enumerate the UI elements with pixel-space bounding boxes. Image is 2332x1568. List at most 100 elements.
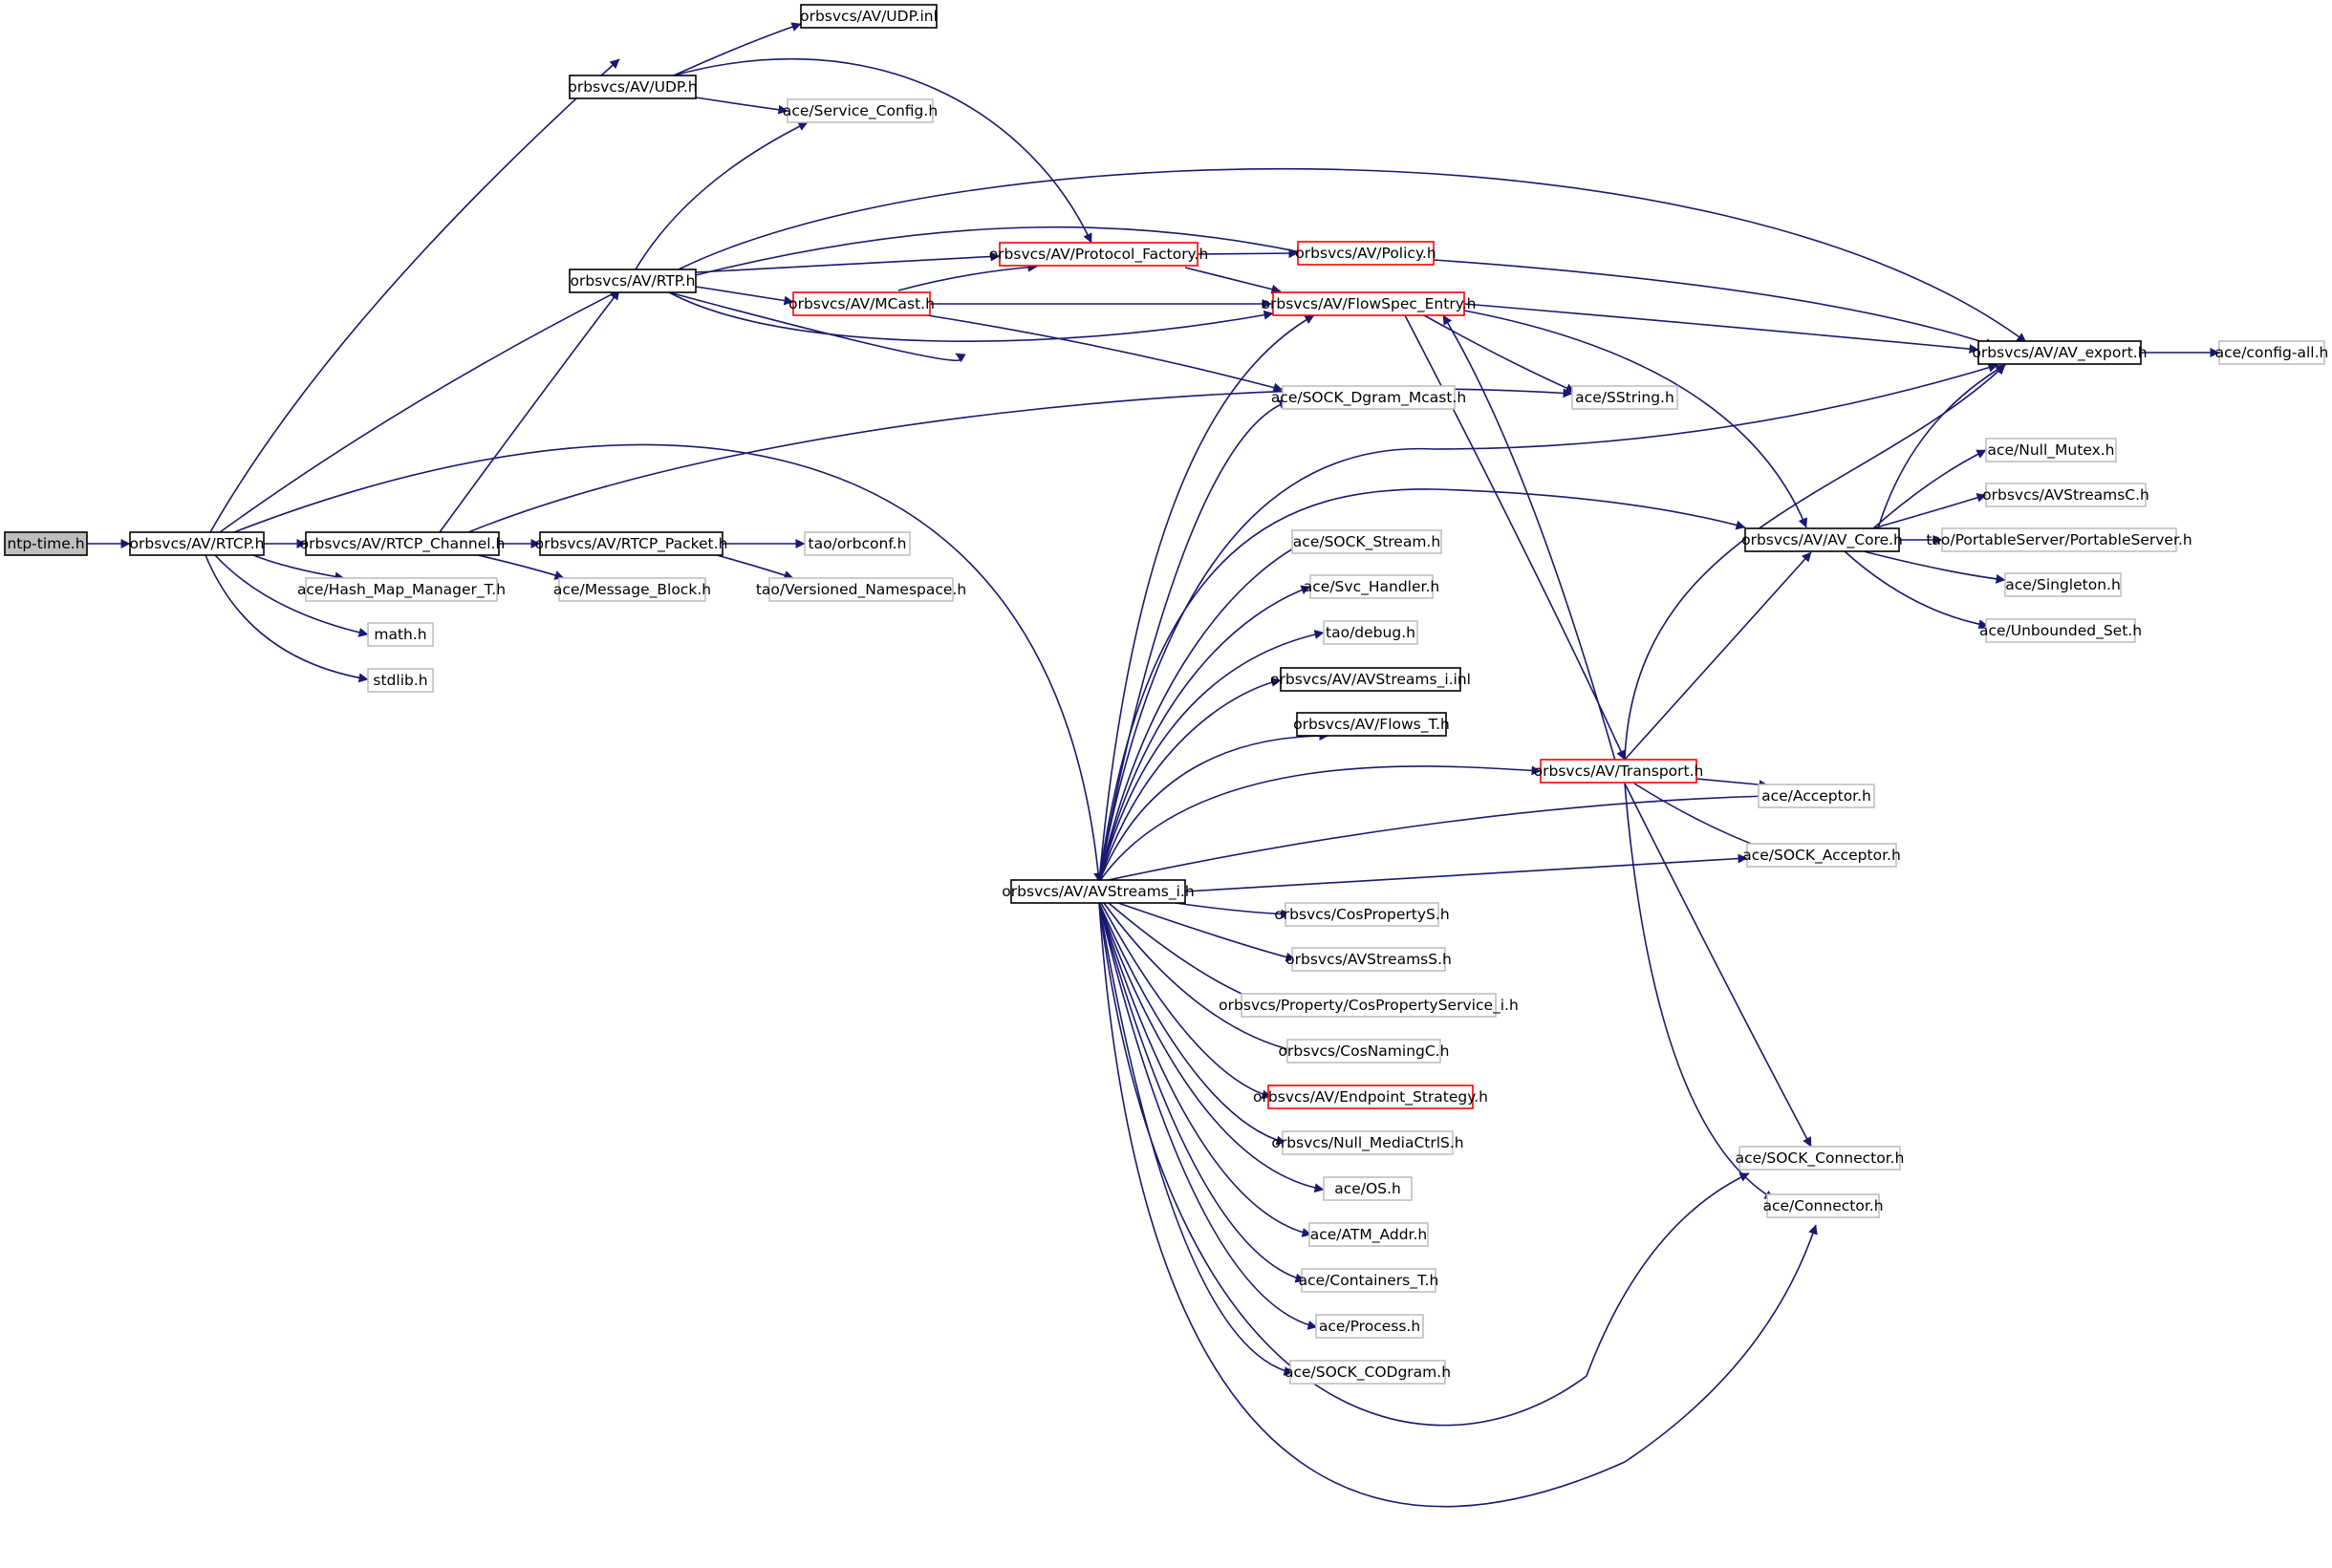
node-rtcp[interactable]: orbsvcs/AV/RTCP.h xyxy=(129,531,265,556)
node-box-containers xyxy=(1301,1268,1436,1293)
edge-rtcp-math xyxy=(214,554,369,637)
edge-flowspec-avexport xyxy=(1463,303,1979,354)
node-ntp[interactable]: ntp-time.h xyxy=(4,531,88,556)
node-avstreamss[interactable]: orbsvcs/AVStreamsS.h xyxy=(1285,947,1452,972)
node-cosprop[interactable]: orbsvcs/CosPropertyS.h xyxy=(1274,902,1450,927)
node-stdlib[interactable]: stdlib.h xyxy=(367,668,434,693)
node-sockconnector[interactable]: ace/SOCK_Connector.h xyxy=(1736,1146,1905,1171)
edge-avstreams-svchandler xyxy=(1098,585,1311,883)
node-label-flowspec: orbsvcs/AV/FlowSpec_Entry.h xyxy=(1262,295,1477,313)
node-avcore[interactable]: orbsvcs/AV/AV_Core.h xyxy=(1741,527,1903,552)
node-singleton[interactable]: ace/Singleton.h xyxy=(2004,572,2122,597)
node-avsinl[interactable]: orbsvcs/AV/AVStreams_i.inl xyxy=(1270,667,1471,692)
node-udpinl[interactable]: orbsvcs/AV/UDP.inl xyxy=(800,4,938,29)
node-cosnaming[interactable]: orbsvcs/CosNamingC.h xyxy=(1279,1039,1450,1063)
node-label-avexport: orbsvcs/AV/AV_export.h xyxy=(1972,344,2147,362)
edge-avstreams-os xyxy=(1098,902,1325,1193)
node-box-endpoint xyxy=(1267,1085,1474,1109)
edge-transport-flowspec xyxy=(1442,314,1616,762)
edge-policy-avexport xyxy=(1433,259,1996,348)
edge-avstreams-containers xyxy=(1098,902,1306,1283)
edge-rtp-pfact xyxy=(695,251,1001,273)
node-dgram[interactable]: ace/SOCK_Dgram_Mcast.h xyxy=(1271,385,1466,410)
node-box-versioned xyxy=(768,577,954,602)
node-box-channel xyxy=(305,531,500,556)
node-box-transport xyxy=(1540,759,1697,784)
node-svccfg[interactable]: ace/Service_Config.h xyxy=(783,98,938,123)
node-math[interactable]: math.h xyxy=(367,622,434,647)
edge-avstreams-cosnaming xyxy=(1103,902,1296,1054)
node-flowspec[interactable]: orbsvcs/AV/FlowSpec_Entry.h xyxy=(1262,291,1477,316)
node-unbounded[interactable]: ace/Unbounded_Set.h xyxy=(1979,618,2142,643)
node-acceptor[interactable]: ace/Acceptor.h xyxy=(1758,784,1875,808)
node-flowst[interactable]: orbsvcs/AV/Flows_T.h xyxy=(1293,712,1450,737)
node-debug[interactable]: tao/debug.h xyxy=(1323,620,1418,645)
node-nullmedia[interactable]: orbsvcs/Null_MediaCtrlS.h xyxy=(1271,1130,1464,1155)
edge-avstreams-nullmedia xyxy=(1098,902,1286,1146)
node-avstreams[interactable]: orbsvcs/AV/AVStreams_i.h xyxy=(1002,879,1195,904)
node-label-svccfg: ace/Service_Config.h xyxy=(783,102,938,120)
edge-avstreams-acceptor xyxy=(1098,791,1769,883)
node-hashmap[interactable]: ace/Hash_Map_Manager_T.h xyxy=(297,577,506,602)
node-atm[interactable]: ace/ATM_Addr.h xyxy=(1308,1222,1429,1247)
node-channel[interactable]: orbsvcs/AV/RTCP_Channel.h xyxy=(300,531,506,556)
node-versioned[interactable]: tao/Versioned_Namespace.h xyxy=(756,577,966,602)
node-transport[interactable]: orbsvcs/AV/Transport.h xyxy=(1534,759,1704,784)
node-box-sockacceptor xyxy=(1746,843,1897,868)
node-pfact[interactable]: orbsvcs/AV/Protocol_Factory.h xyxy=(989,242,1209,267)
node-box-configall xyxy=(2218,340,2325,365)
edge-rtp-flowspec xyxy=(668,291,1274,342)
edge-pfact-policy xyxy=(1197,248,1299,259)
node-box-nullmedia xyxy=(1282,1130,1454,1155)
node-label-channel: orbsvcs/AV/RTCP_Channel.h xyxy=(300,535,506,553)
node-box-pfact xyxy=(999,242,1198,267)
edge-avstreams-cosprop xyxy=(1175,902,1291,919)
node-orbconf[interactable]: tao/orbconf.h xyxy=(804,531,911,556)
edge-rtcp-avstreams xyxy=(233,443,1104,883)
node-nullmutex[interactable]: ace/Null_Mutex.h xyxy=(1985,438,2117,462)
node-packet[interactable]: orbsvcs/AV/RTCP_Packet.h xyxy=(535,531,728,556)
node-endpoint[interactable]: orbsvcs/AV/Endpoint_Strategy.h xyxy=(1253,1085,1488,1109)
node-box-dgram xyxy=(1282,385,1456,410)
node-label-avstreamss: orbsvcs/AVStreamsS.h xyxy=(1285,951,1452,968)
node-box-process xyxy=(1315,1314,1424,1339)
node-cospropsvc[interactable]: orbsvcs/Property/CosPropertyService_i.h xyxy=(1219,993,1519,1018)
node-box-avstreams xyxy=(1010,879,1186,904)
node-policy[interactable]: orbsvcs/AV/Policy.h xyxy=(1295,241,1436,266)
node-portableserver[interactable]: tao/PortableServer/PortableServer.h xyxy=(1926,527,2192,552)
node-os[interactable]: ace/OS.h xyxy=(1323,1176,1413,1201)
edge-avstreams-connector xyxy=(1098,902,1818,1508)
node-box-rtcp xyxy=(129,531,265,556)
node-msgblock[interactable]: ace/Message_Block.h xyxy=(553,577,711,602)
node-label-codgram: ace/SOCK_CODgram.h xyxy=(1285,1364,1451,1382)
node-codgram[interactable]: ace/SOCK_CODgram.h xyxy=(1285,1360,1451,1385)
edge-avstreams-cospropsvc xyxy=(1108,902,1272,1007)
node-label-os: ace/OS.h xyxy=(1334,1180,1401,1197)
node-containers[interactable]: ace/Containers_T.h xyxy=(1299,1268,1439,1293)
node-avexport[interactable]: orbsvcs/AV/AV_export.h xyxy=(1972,340,2148,365)
node-label-udpinl: orbsvcs/AV/UDP.inl xyxy=(800,8,938,25)
node-process[interactable]: ace/Process.h xyxy=(1315,1314,1424,1339)
node-label-udp: orbsvcs/AV/UDP.h xyxy=(568,78,697,96)
node-label-dgram: ace/SOCK_Dgram_Mcast.h xyxy=(1271,389,1466,407)
node-label-hashmap: ace/Hash_Map_Manager_T.h xyxy=(297,581,506,599)
node-box-flowst xyxy=(1296,712,1447,737)
node-rtp[interactable]: orbsvcs/AV/RTP.h xyxy=(569,268,697,293)
node-box-singleton xyxy=(2004,572,2122,597)
node-box-sockconnector xyxy=(1738,1146,1901,1171)
node-svchandler[interactable]: ace/Svc_Handler.h xyxy=(1304,574,1439,599)
node-connector[interactable]: ace/Connector.h xyxy=(1762,1193,1884,1218)
node-label-connector: ace/Connector.h xyxy=(1762,1197,1883,1214)
node-box-codgram xyxy=(1289,1360,1446,1385)
node-sockstream[interactable]: ace/SOCK_Stream.h xyxy=(1291,529,1442,554)
node-mcast[interactable]: orbsvcs/AV/MCast.h xyxy=(788,291,935,316)
edge-transport-sockacceptor xyxy=(1633,783,1779,855)
node-sstring[interactable]: ace/SString.h xyxy=(1571,385,1678,410)
node-label-policy: orbsvcs/AV/Policy.h xyxy=(1295,245,1436,262)
node-box-nullmutex xyxy=(1985,438,2117,462)
node-sockacceptor[interactable]: ace/SOCK_Acceptor.h xyxy=(1742,843,1901,868)
node-avstreamsc[interactable]: orbsvcs/AVStreamsC.h xyxy=(1982,483,2149,507)
node-configall[interactable]: ace/config-all.h xyxy=(2215,340,2329,365)
node-udp[interactable]: orbsvcs/AV/UDP.h xyxy=(568,75,698,99)
